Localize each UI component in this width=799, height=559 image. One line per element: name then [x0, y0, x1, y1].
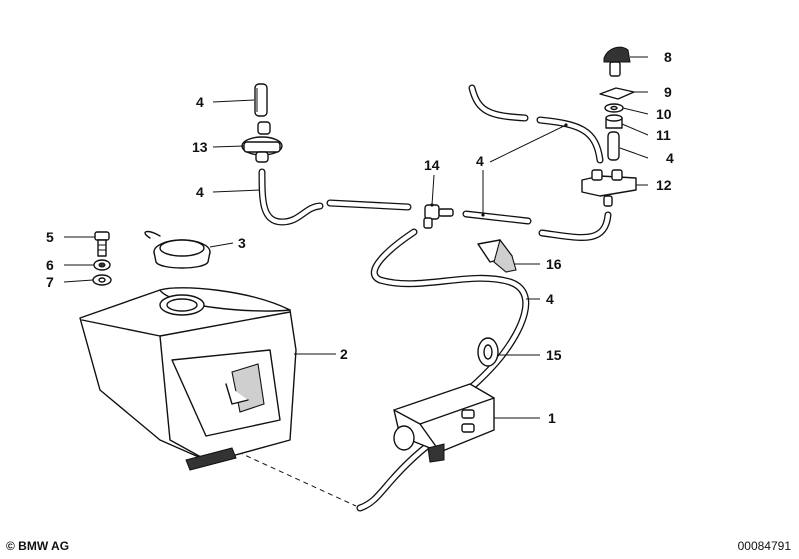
- leader-dots: [430, 123, 568, 217]
- callout-9: 9: [664, 84, 672, 100]
- copyright-label: © BMW AG: [6, 539, 70, 553]
- leader-lines: [63, 56, 649, 419]
- callout-6: 6: [46, 257, 54, 273]
- bolt-part: [94, 231, 110, 257]
- washer-part: [92, 274, 112, 286]
- callout-4-lower-right: 4: [546, 291, 554, 307]
- callout-4-middle: 4: [476, 153, 484, 169]
- callout-8: 8: [664, 49, 672, 65]
- nut-part-11: [605, 114, 623, 129]
- t-connector-part: [423, 204, 454, 229]
- hose-segment-right: [607, 131, 620, 161]
- callout-labels: 1 2 3 4 4 4 4 4 4 5 6 7 8 9 10 11 12 13 …: [46, 49, 674, 426]
- nozzle-part: [603, 46, 631, 77]
- callout-4-right: 4: [666, 150, 674, 166]
- callout-12: 12: [656, 177, 672, 193]
- pump-part-13: [241, 121, 283, 163]
- callout-1: 1: [548, 410, 556, 426]
- callout-16: 16: [546, 256, 562, 272]
- hose-segment-part: [254, 83, 268, 117]
- pump-part-12: [581, 169, 637, 207]
- callout-3: 3: [238, 235, 246, 251]
- callout-11: 11: [656, 127, 671, 143]
- callout-2: 2: [340, 346, 348, 362]
- washer-part-10: [604, 103, 624, 113]
- hose-lines: [237, 84, 612, 512]
- gasket-part: [599, 87, 635, 100]
- washer-tank-part: [79, 287, 297, 471]
- document-number: 00084791: [737, 539, 791, 553]
- callout-10: 10: [656, 106, 672, 122]
- pump-motor-part: [393, 383, 495, 463]
- callout-13: 13: [192, 139, 208, 155]
- grommet-part: [477, 337, 499, 367]
- hose-clip-part: [477, 238, 517, 273]
- nut-part: [93, 259, 111, 271]
- callout-4-left: 4: [196, 184, 204, 200]
- callout-4-top-left: 4: [196, 94, 204, 110]
- tank-cap-part: [144, 230, 211, 269]
- callout-7: 7: [46, 274, 54, 290]
- callout-5: 5: [46, 229, 54, 245]
- callout-14: 14: [424, 157, 440, 173]
- callout-15: 15: [546, 347, 562, 363]
